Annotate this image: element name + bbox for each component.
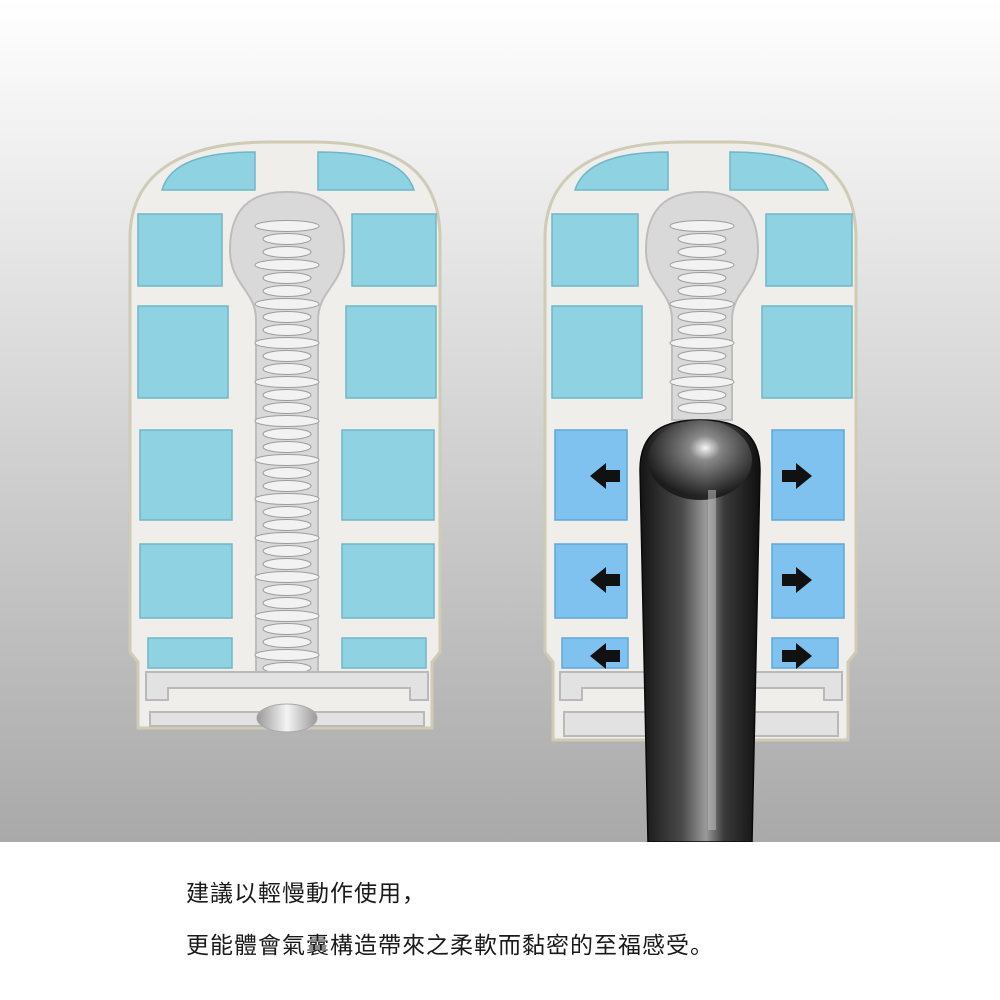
canal-rib — [262, 467, 312, 479]
canal-rib — [677, 350, 727, 362]
canal-rib — [262, 311, 312, 323]
canal-rib — [254, 298, 320, 310]
canal-rib — [254, 493, 320, 505]
rod-tip-highlight — [648, 420, 752, 500]
canal-rib — [677, 324, 727, 336]
right-canal-ribs — [669, 220, 735, 414]
canal-rib — [254, 532, 320, 544]
canal-rib — [254, 610, 320, 622]
canal-rib — [262, 272, 312, 284]
canal-rib — [262, 519, 312, 531]
canal-rib — [262, 506, 312, 518]
canal-rib — [262, 623, 312, 635]
canal-rib — [677, 389, 727, 401]
right-sleeve-inserted — [543, 140, 858, 842]
canal-rib — [677, 402, 727, 414]
caption-line-2: 更能體會氣囊構造帶來之柔軟而黏密的至福感受。 — [186, 933, 714, 959]
canal-rib — [677, 311, 727, 323]
arrow-right-icon — [782, 643, 812, 669]
arrow-right-icon — [782, 567, 812, 593]
right-air-chambers — [551, 151, 853, 669]
caption-line-1: 建議以輕慢動作使用， — [186, 881, 426, 907]
canal-rib — [262, 363, 312, 375]
arrow-left-icon — [590, 567, 620, 593]
canal-rib — [262, 558, 312, 570]
canal-rib — [262, 246, 312, 258]
arrow-left-icon — [590, 463, 620, 489]
arrow-right-icon — [782, 463, 812, 489]
canal-rib — [262, 584, 312, 596]
canal-rib — [677, 363, 727, 375]
canal-rib — [254, 376, 320, 388]
canal-rib — [677, 272, 727, 284]
canal-rib — [262, 389, 312, 401]
caption: 建議以輕慢動作使用， 更能體會氣囊構造帶來之柔軟而黏密的至福感受。 — [186, 868, 966, 972]
canal-rib — [262, 233, 312, 245]
left-base-opening — [256, 703, 318, 733]
canal-rib — [262, 402, 312, 414]
left-sleeve-relaxed — [128, 140, 442, 733]
left-air-chambers — [137, 151, 437, 669]
canal-rib — [677, 233, 727, 245]
canal-rib — [254, 454, 320, 466]
canal-rib — [254, 649, 320, 661]
canal-rib — [669, 259, 735, 271]
canal-rib — [262, 636, 312, 648]
rod-shine — [708, 490, 716, 830]
canal-rib — [262, 350, 312, 362]
canal-rib — [669, 220, 735, 232]
canal-rib — [677, 246, 727, 258]
illustration-panel — [0, 0, 1000, 842]
canal-rib — [254, 220, 320, 232]
canal-rib — [669, 376, 735, 388]
canal-rib — [262, 545, 312, 557]
inserted-rod — [639, 419, 761, 842]
canal-rib — [262, 441, 312, 453]
pressure-arrows — [590, 463, 812, 669]
canal-rib — [262, 597, 312, 609]
canal-rib — [669, 298, 735, 310]
cross-section-diagram — [0, 0, 1000, 842]
canal-rib — [254, 337, 320, 349]
left-canal-ribs — [254, 220, 320, 674]
canal-rib — [254, 259, 320, 271]
canal-rib — [254, 415, 320, 427]
canal-rib — [262, 285, 312, 297]
canal-rib — [262, 324, 312, 336]
arrow-left-icon — [590, 643, 620, 669]
canal-rib — [262, 480, 312, 492]
left-base — [145, 671, 429, 727]
canal-rib — [669, 337, 735, 349]
canal-rib — [677, 285, 727, 297]
canal-rib — [262, 428, 312, 440]
canal-rib — [254, 571, 320, 583]
